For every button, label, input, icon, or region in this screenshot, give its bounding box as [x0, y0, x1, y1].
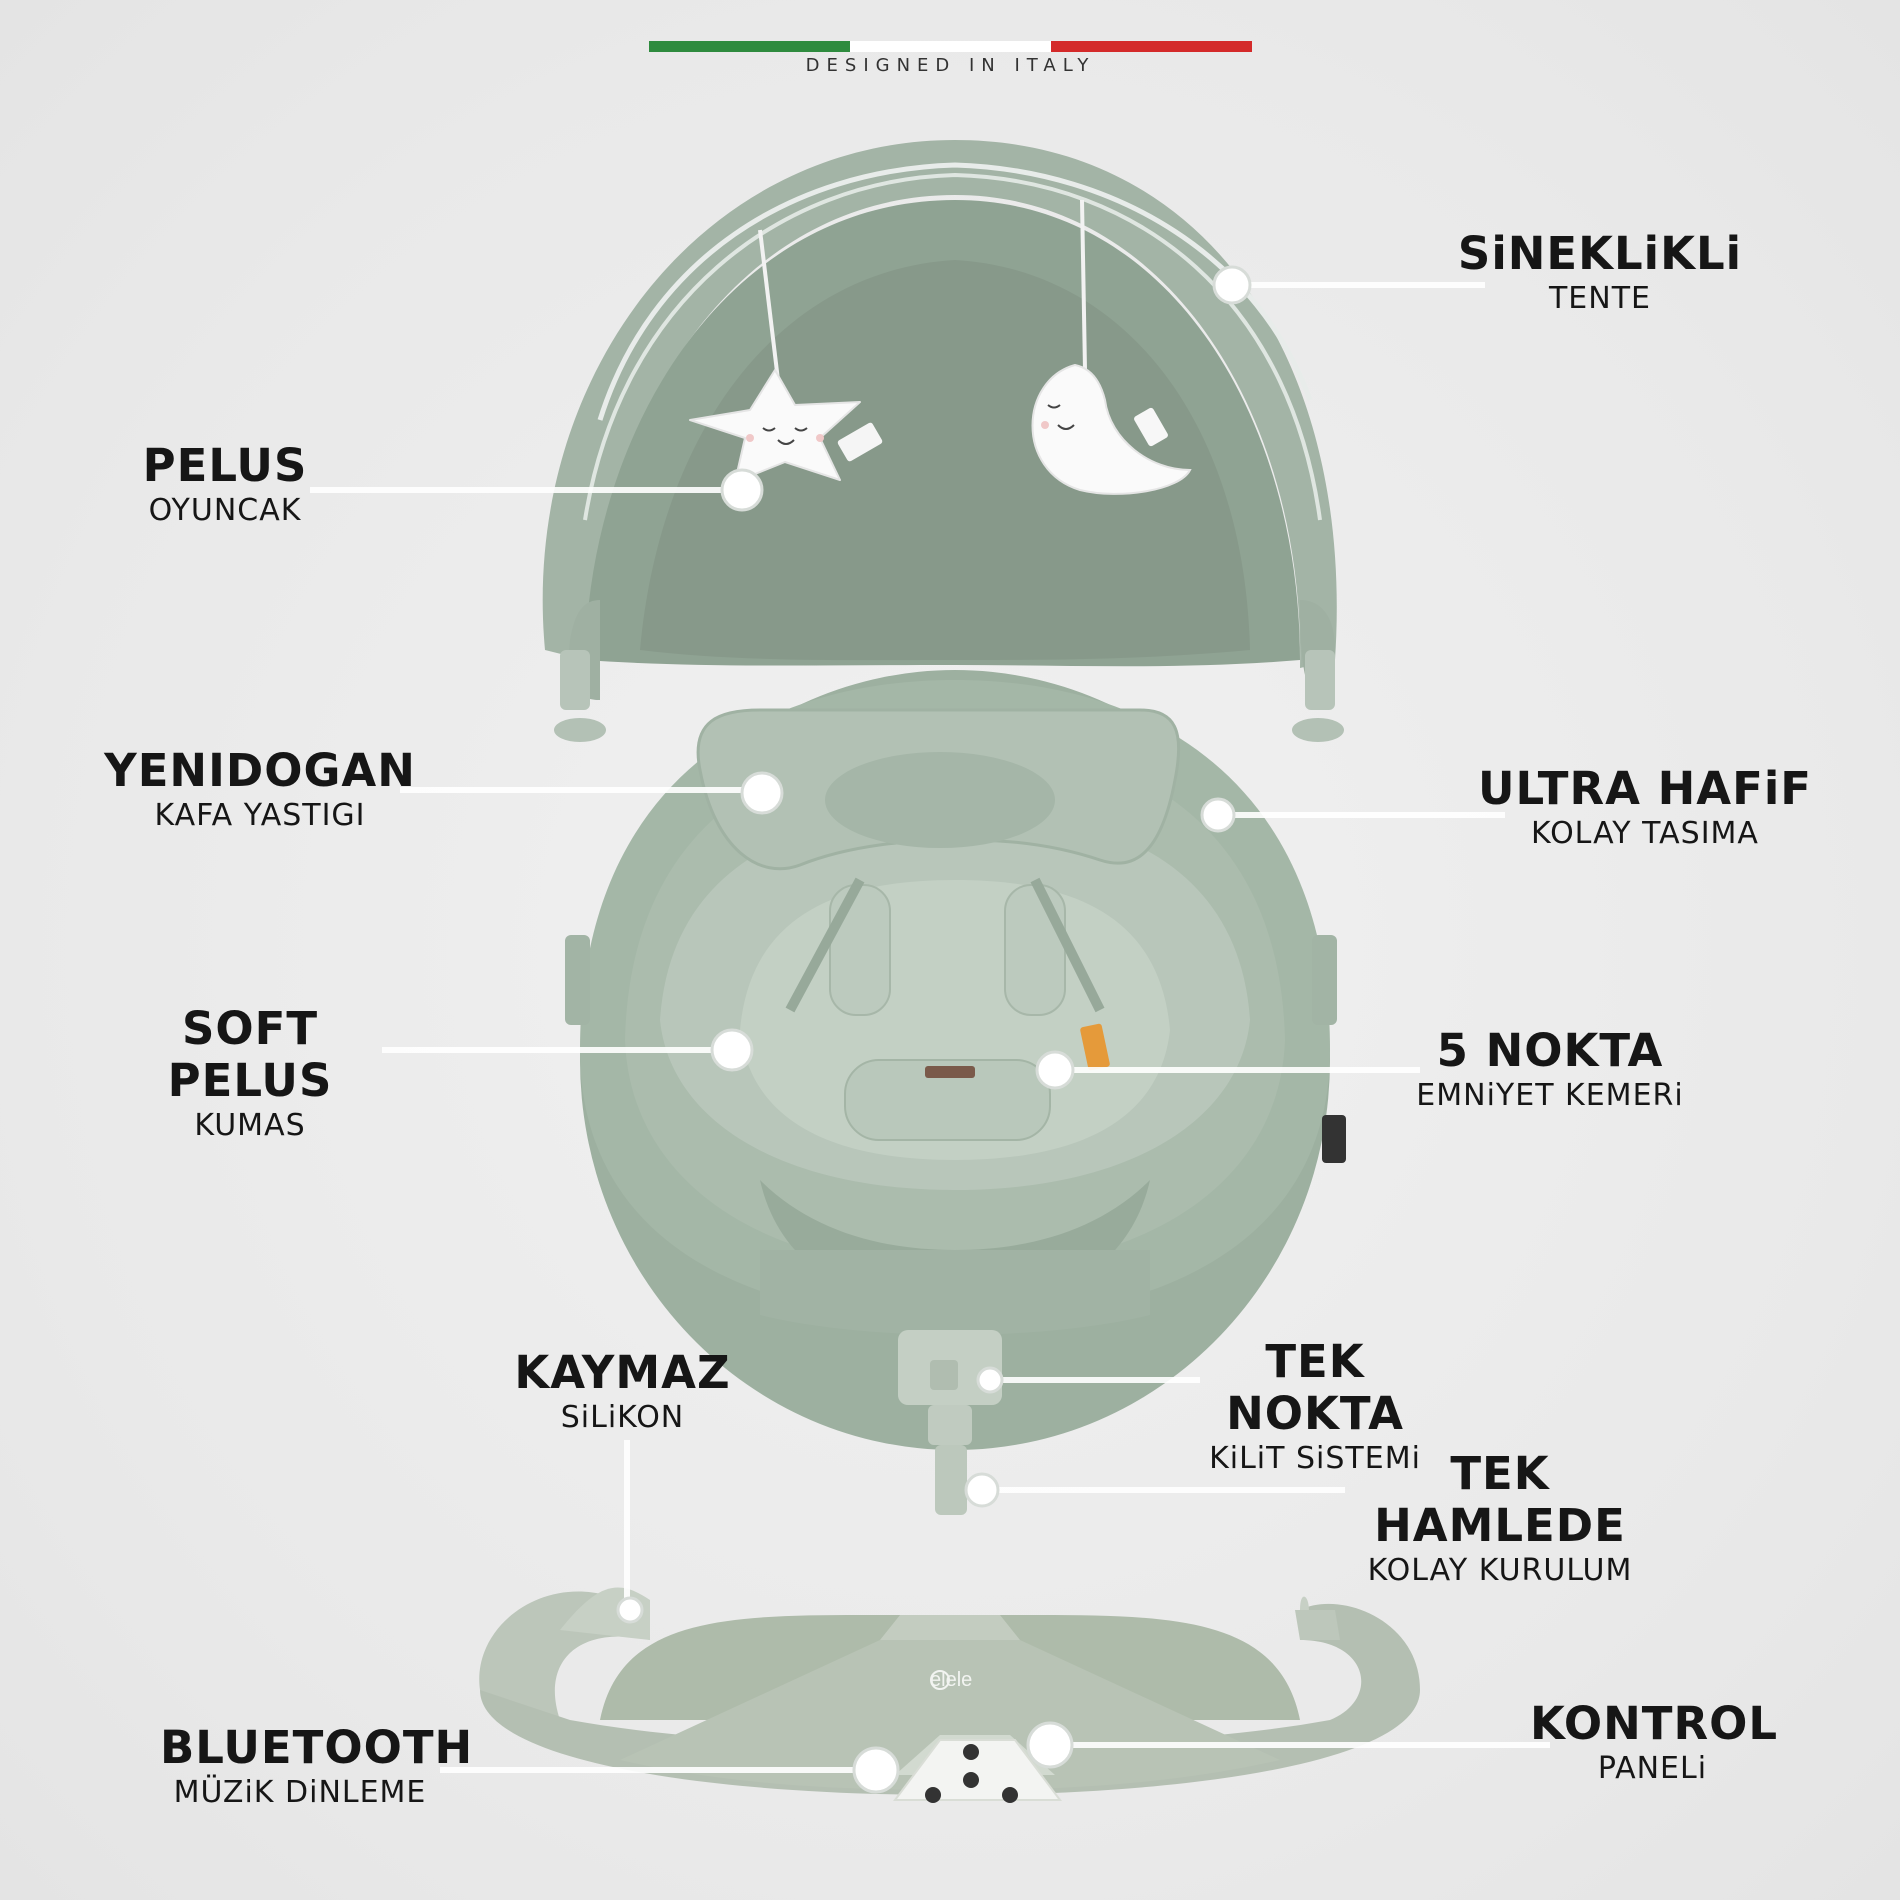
canopy: [542, 140, 1344, 742]
harness-pads: [785, 877, 1110, 1141]
feature-assembly: TEK HAMLEDE KOLAY KURULUM: [1367, 1447, 1633, 1589]
star-plush-toy: [689, 369, 861, 483]
feature-bluetooth: BLUETOOTH MÜZiK DiNLEME: [160, 1721, 474, 1811]
callout-dots: [616, 265, 1252, 1794]
control-panel: [893, 1739, 1062, 1803]
feature-control: KONTROL PANELi: [1530, 1697, 1779, 1787]
flag-green: [649, 41, 850, 52]
feature-lock: TEK NOKTA KiLiT SiSTEMi: [1209, 1335, 1421, 1477]
side-logo-tag: [1322, 1115, 1346, 1163]
designed-in-italy-tagline: DESIGNED IN ITALY: [805, 55, 1096, 76]
feature-lightweight: ULTRA HAFiF KOLAY TASIMA: [1478, 762, 1812, 852]
feature-plush-toy: PELUS OYUNCAK: [142, 439, 308, 529]
italian-flag: [649, 41, 1252, 52]
base-logo: elele: [930, 1669, 972, 1691]
moon-plush-toy: [1031, 363, 1192, 495]
flag-white: [850, 41, 1051, 52]
brand-tag: [837, 422, 883, 462]
swing-pole: [898, 1330, 1002, 1515]
feature-nonslip: KAYMAZ SiLiKON: [514, 1346, 731, 1436]
callout-leaders: [310, 282, 1550, 1773]
feature-head-pillow: YENIDOGAN KAFA YASTIGI: [104, 744, 416, 834]
feature-harness: 5 NOKTA EMNiYET KEMERi: [1416, 1024, 1684, 1114]
feature-canopy: SiNEKLiKLi TENTE: [1457, 227, 1743, 317]
flag-red: [1051, 41, 1252, 52]
feature-soft-fabric: SOFT PELUS KUMAS: [167, 1002, 333, 1144]
newborn-head-pillow: [696, 708, 1181, 871]
